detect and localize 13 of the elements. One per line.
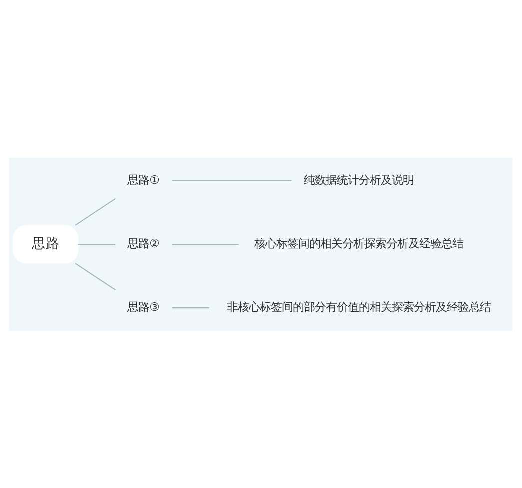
node-text: 思路① — [128, 172, 160, 186]
node-box: 思路 — [12, 224, 79, 264]
node-text: 思路③ — [128, 299, 160, 314]
connector — [75, 262, 116, 290]
node-text: 非核心标签间的部分有价值的相关探索分析及经验总结 — [226, 299, 491, 314]
connector — [172, 243, 239, 245]
node-text: 思路② — [128, 236, 160, 250]
node-text: 核心标签间的相关分析探索分析及经验总结 — [254, 236, 464, 250]
connector — [75, 198, 116, 226]
node-text: 纯数据统计分析及说明 — [304, 172, 414, 186]
connector — [172, 180, 292, 181]
connector — [172, 307, 210, 308]
connector — [78, 243, 116, 245]
